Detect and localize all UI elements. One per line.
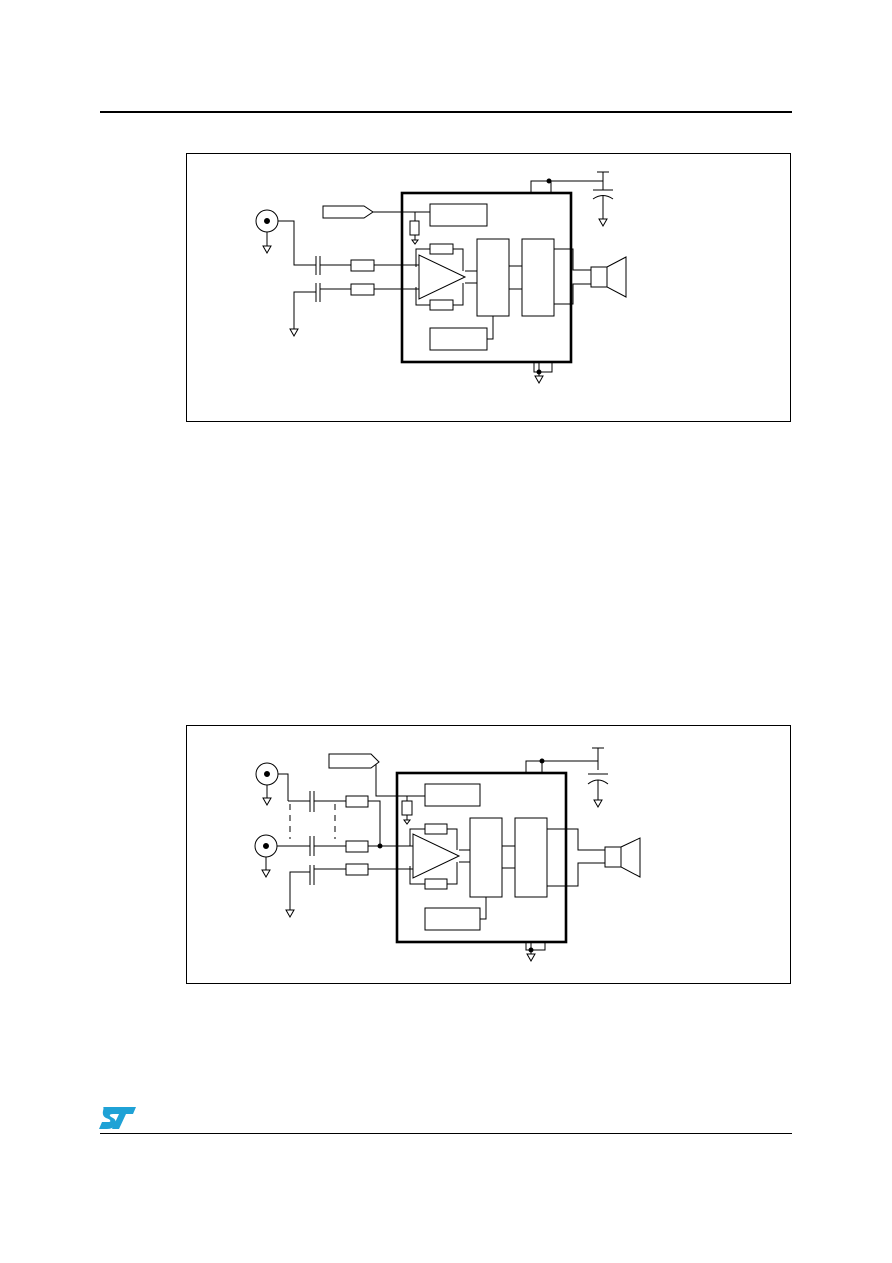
schematic-2-svg xyxy=(254,747,641,963)
amplifier-icon xyxy=(418,254,467,300)
header-rule xyxy=(100,111,792,113)
schematic-1-svg xyxy=(255,171,627,385)
coax-jack-icon xyxy=(254,834,278,879)
footer-rule xyxy=(100,1133,792,1134)
supply-decoupling-capacitor xyxy=(587,773,609,809)
control-block xyxy=(424,783,481,807)
ic-package xyxy=(400,191,573,364)
control-block xyxy=(429,203,488,227)
input-capacitor-3 xyxy=(309,865,315,885)
input-capacitor-2 xyxy=(309,836,315,856)
feedback-resistor-bottom xyxy=(424,878,448,890)
ground-icon xyxy=(289,328,299,338)
modulator-block xyxy=(469,817,503,898)
input-resistor-2 xyxy=(345,840,369,853)
input-capacitor-minus xyxy=(315,283,321,302)
pull-down-resistor xyxy=(401,800,413,816)
ic-package xyxy=(395,771,568,944)
schematic-figure-2 xyxy=(186,725,791,984)
speaker-icon xyxy=(590,256,627,298)
coax-jack-icon xyxy=(255,762,279,807)
st-logo-icon xyxy=(99,1107,136,1129)
pull-down-resistor xyxy=(409,220,420,236)
schematic-figure-1 xyxy=(186,153,791,422)
input-resistor-plus xyxy=(350,259,375,272)
bias-block xyxy=(429,327,488,351)
driver-block xyxy=(521,238,555,317)
ground-icon xyxy=(285,909,295,919)
input-capacitor-plus xyxy=(315,256,321,275)
driver-block xyxy=(514,817,548,898)
modulator-block xyxy=(476,238,510,317)
speaker-icon xyxy=(604,837,641,878)
supply-decoupling-capacitor xyxy=(592,189,614,228)
ground-icon xyxy=(534,375,544,385)
input-resistor-minus xyxy=(350,283,375,296)
standby-input-tag xyxy=(328,753,380,769)
feedback-resistor-bottom xyxy=(429,299,454,311)
coax-jack-icon xyxy=(255,209,279,255)
standby-input-tag xyxy=(322,205,374,219)
feedback-resistor-top xyxy=(429,243,454,255)
ground-icon xyxy=(526,953,536,963)
input-capacitor-1 xyxy=(309,791,315,812)
bias-block xyxy=(424,907,481,931)
input-resistor-3 xyxy=(345,863,369,876)
feedback-resistor-top xyxy=(424,823,448,835)
input-resistor-1 xyxy=(345,795,369,808)
amplifier-icon xyxy=(412,833,461,879)
